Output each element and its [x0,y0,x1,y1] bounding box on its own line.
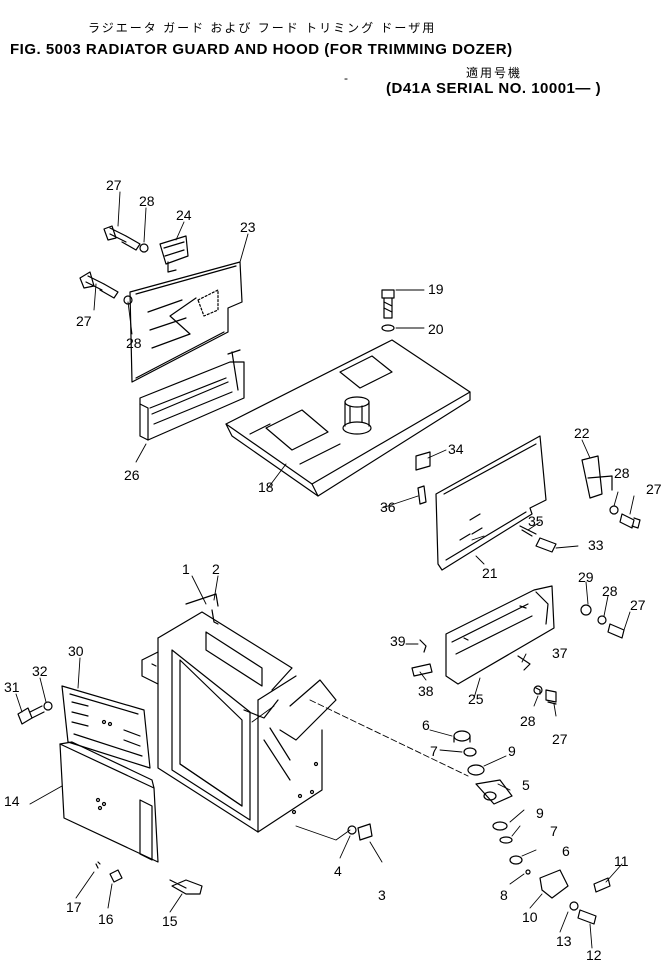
callout-31: 31 [4,679,20,695]
hinge-parts-5-13 [347,730,611,925]
callout-27: 27 [76,313,92,329]
callout-17: 17 [66,899,82,915]
part-14-panel [59,741,159,863]
callout-28: 28 [126,335,142,351]
callout-28: 28 [520,713,536,729]
part-22-bracket [581,455,613,499]
callout-25: 25 [468,691,484,707]
callout-11: 11 [614,853,629,869]
part-30-panel [61,685,151,769]
callout-16: 16 [98,911,114,927]
callout-35: 35 [528,513,544,529]
callout-38: 38 [418,683,434,699]
callout-12: 12 [586,947,602,962]
bolts-31-32-15-16-17 [17,701,203,895]
callout-27: 27 [630,597,646,613]
part-1-radiator-guard-frame [141,593,337,833]
callout-37: 37 [552,645,568,661]
serial-range: (D41A SERIAL NO. 10001— ) [386,80,602,97]
bolts-19-20 [381,289,395,332]
callout-10: 10 [522,909,538,925]
bolts-27-28-upper-left [79,225,149,305]
callout-20: 20 [428,321,444,337]
part-26-lower-cover [139,349,245,441]
callout-9: 9 [508,743,516,759]
callout-8: 8 [500,887,508,903]
part-25-side-guard [445,585,555,685]
callout-5: 5 [522,777,530,793]
callout-30: 30 [68,643,84,659]
callout-27: 27 [646,481,662,497]
bolt-27-28-right [609,505,641,529]
callout-36: 36 [380,499,396,515]
part-18-hood [225,339,471,497]
callout-14: 14 [4,793,20,809]
callout-1: 1 [182,561,190,577]
callout-21: 21 [482,565,498,581]
callout-39: 39 [390,633,406,649]
callout-2: 2 [212,561,220,577]
callout-28: 28 [614,465,630,481]
leader-lines [15,191,635,949]
part-23-side-guard [129,261,243,383]
callout-27: 27 [552,731,568,747]
callout-22: 22 [574,425,590,441]
callout-28: 28 [602,583,618,599]
callout-6: 6 [422,717,430,733]
callout-13: 13 [556,933,572,949]
bolts-27-28-29-right [411,604,625,705]
callout-19: 19 [428,281,444,297]
callout-labels: 27 28 24 23 27 28 26 18 19 20 34 36 22 2… [4,177,662,962]
callout-7: 7 [430,743,438,759]
callout-27: 27 [106,177,122,193]
callout-6: 6 [562,843,570,859]
callout-18: 18 [258,479,274,495]
callout-29: 29 [578,569,594,585]
callout-32: 32 [32,663,48,679]
title-dash: - [344,71,348,85]
callout-33: 33 [588,537,604,553]
callout-15: 15 [162,913,178,929]
callout-4: 4 [334,863,342,879]
callout-24: 24 [176,207,192,223]
japanese-applicable-label: 適用号機 [466,66,523,80]
callout-28: 28 [139,193,155,209]
callout-23: 23 [240,219,256,235]
callout-26: 26 [124,467,140,483]
japanese-title: ラジエータ ガード および フード トリミング ドーザ用 [88,21,437,35]
figure-title: FIG. 5003 RADIATOR GUARD AND HOOD (FOR T… [10,41,513,58]
callout-34: 34 [448,441,464,457]
part-24-bracket [159,235,189,273]
callout-3: 3 [378,887,386,903]
part-21-side-guard [435,435,547,571]
callout-7: 7 [550,823,558,839]
callout-9: 9 [536,805,544,821]
